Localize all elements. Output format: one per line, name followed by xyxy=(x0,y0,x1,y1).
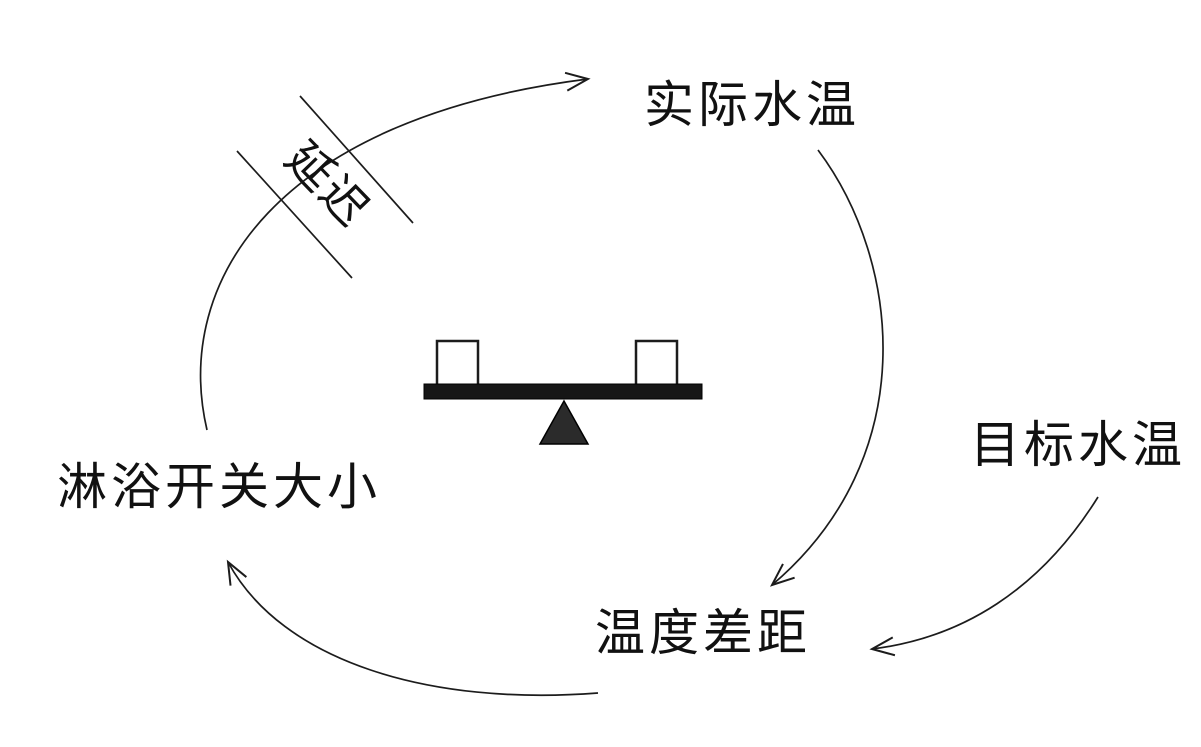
balance-seesaw-icon xyxy=(423,339,703,445)
node-target-water-temp: 目标水温 xyxy=(970,417,1186,473)
node-temperature-gap: 温度差距 xyxy=(595,605,811,661)
delay-mark-line-2 xyxy=(236,150,353,279)
arrow-target-temp-to-gap xyxy=(869,496,1099,657)
arrow-valve-to-actual-temp xyxy=(199,71,591,431)
arrow-actual-temp-to-gap xyxy=(769,149,884,587)
node-shower-valve-size: 淋浴开关大小 xyxy=(57,459,381,515)
seesaw-beam xyxy=(423,383,703,400)
delay-label: 延迟 xyxy=(276,132,379,236)
seesaw-right-weight xyxy=(634,339,679,387)
seesaw-fulcrum xyxy=(538,399,590,445)
arrow-gap-to-valve xyxy=(226,559,599,697)
delay-mark-line-1 xyxy=(299,95,414,224)
node-actual-water-temp: 实际水温 xyxy=(644,77,860,133)
seesaw-left-weight xyxy=(435,339,480,387)
